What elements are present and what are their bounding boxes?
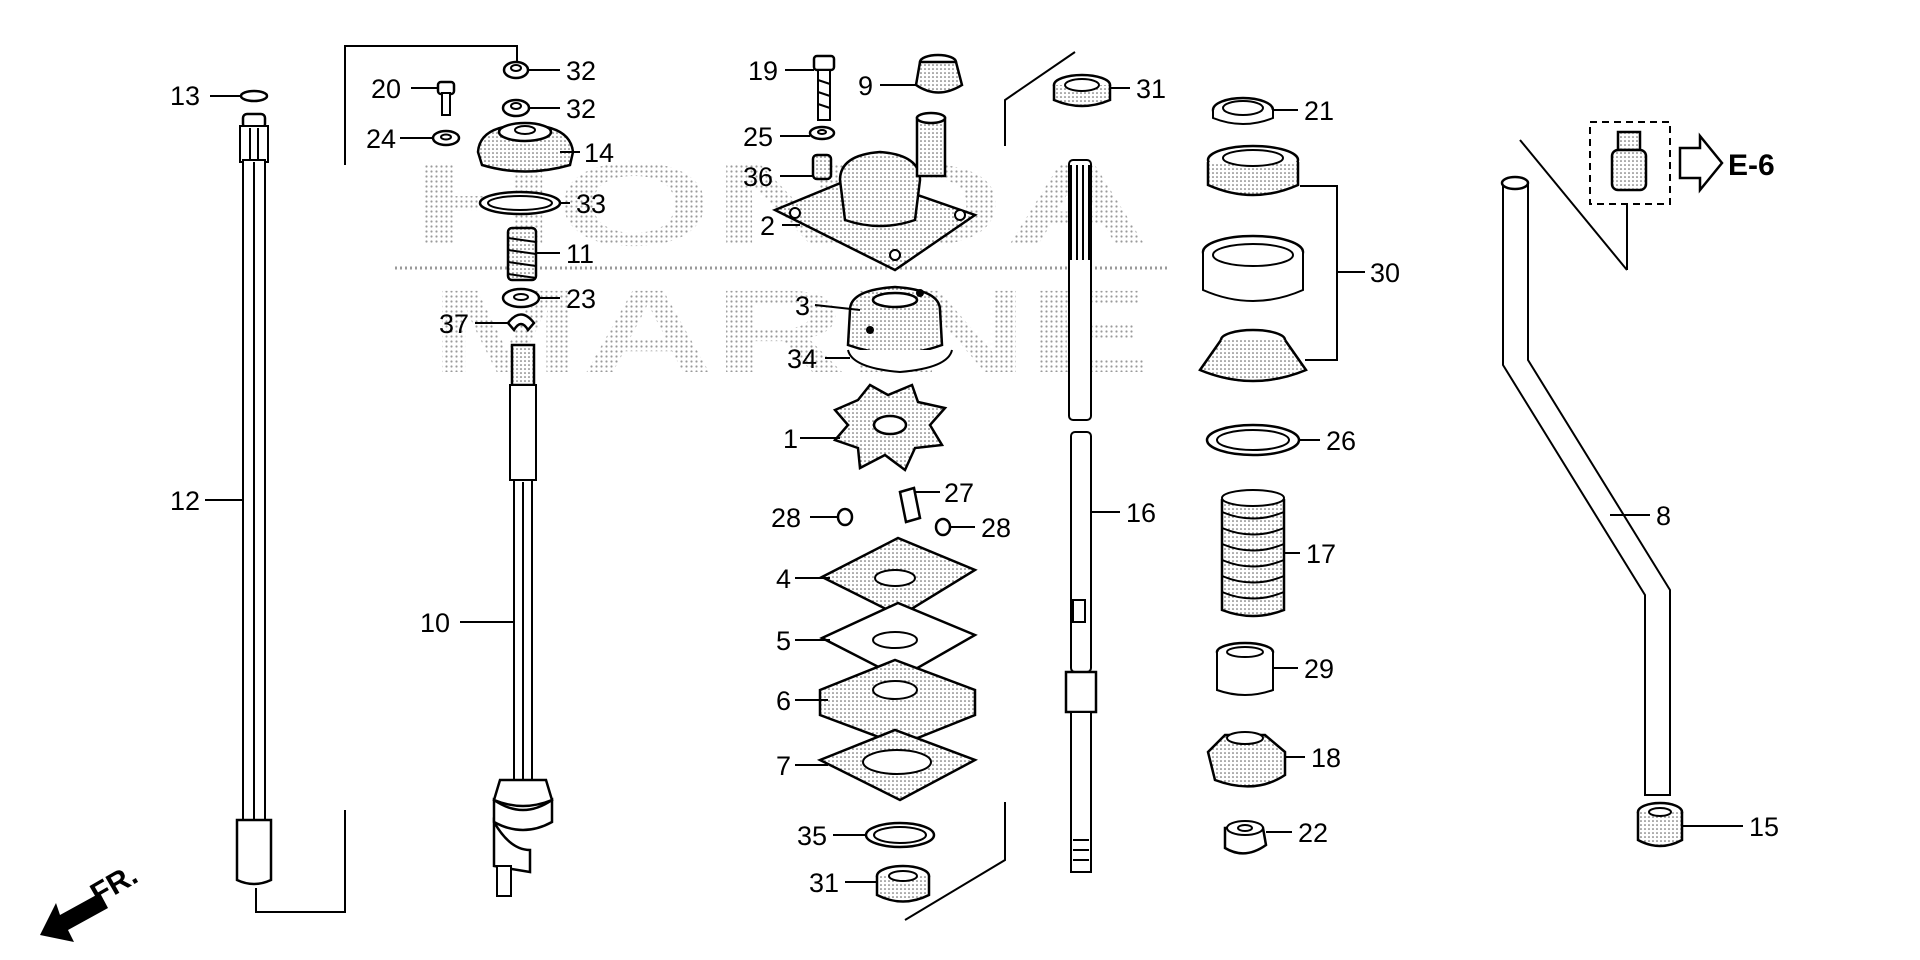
part-36-collar <box>811 153 833 181</box>
part-5-gasket <box>819 601 978 680</box>
callout-15: 15 <box>1749 812 1779 842</box>
part-28-pin-right <box>934 517 952 537</box>
callout-1: 1 <box>783 424 798 454</box>
callout-7: 7 <box>776 751 791 781</box>
part-6-pump-plate <box>818 658 977 747</box>
callout-2: 2 <box>760 211 775 241</box>
part-4-liner-plate <box>819 536 978 618</box>
callout-32-upper: 32 <box>566 56 596 86</box>
callout-22: 22 <box>1298 818 1328 848</box>
callout-32-lower: 32 <box>566 94 596 124</box>
callout-35: 35 <box>797 821 827 851</box>
callout-21: 21 <box>1304 96 1334 126</box>
callout-37: 37 <box>439 309 469 339</box>
callout-5: 5 <box>776 626 791 656</box>
callout-24: 24 <box>366 124 396 154</box>
callout-33: 33 <box>576 189 606 219</box>
part-31-oil-seal-lower <box>875 864 931 903</box>
part-21-ring <box>1211 96 1275 125</box>
part-29-needle-bearing <box>1215 641 1275 696</box>
callout-9: 9 <box>858 71 873 101</box>
callout-8: 8 <box>1656 501 1671 531</box>
part-1-impeller <box>832 383 948 472</box>
reference-label: E-6 <box>1728 149 1775 182</box>
callout-14: 14 <box>584 138 614 168</box>
part-8-water-tube <box>1500 175 1671 796</box>
callout-30: 30 <box>1370 258 1400 288</box>
part-27-key <box>898 486 922 524</box>
part-30-bearing-upper <box>1206 144 1300 197</box>
callout-13: 13 <box>170 81 200 111</box>
callout-34: 34 <box>787 344 817 374</box>
part-25-washer <box>808 125 836 141</box>
callout-20: 20 <box>371 74 401 104</box>
part-2-pump-case <box>771 111 978 272</box>
reference-arrow <box>1678 132 1724 194</box>
callout-labels: 13 12 20 24 32 32 14 33 11 23 37 10 19 9… <box>170 56 1779 898</box>
callout-23: 23 <box>566 284 596 314</box>
part-34-gasket <box>847 349 953 374</box>
callout-18: 18 <box>1311 743 1341 773</box>
callout-25: 25 <box>743 122 773 152</box>
part-15-grommet <box>1636 801 1684 848</box>
part-11-spring <box>506 226 538 282</box>
callout-27: 27 <box>944 478 974 508</box>
part-12-shift-rod <box>235 89 273 886</box>
callout-12: 12 <box>170 486 200 516</box>
part-26-shim <box>1205 423 1301 457</box>
part-32-nut-lower <box>501 98 531 118</box>
callout-19: 19 <box>748 56 778 86</box>
part-32-nut-upper <box>502 60 530 80</box>
callout-17: 17 <box>1306 539 1336 569</box>
callout-28-left: 28 <box>771 503 801 533</box>
watermark-line-2: MARINE <box>430 266 1150 398</box>
callout-31-lower: 31 <box>809 868 839 898</box>
part-22-nut <box>1223 820 1268 855</box>
part-28-pin-left <box>836 507 854 527</box>
leader-lines <box>400 69 1743 883</box>
part-30-bearing-lower <box>1198 328 1308 383</box>
part-31-oil-seal-upper <box>1052 73 1112 108</box>
callout-11: 11 <box>566 239 594 269</box>
callout-26: 26 <box>1326 426 1356 456</box>
part-20-bolt <box>436 80 456 116</box>
part-7-gasket <box>816 728 979 802</box>
direction-arrow-icon <box>40 893 108 942</box>
part-3-impeller-housing <box>846 285 944 355</box>
callout-36: 36 <box>743 162 773 192</box>
part-23-washer <box>501 287 541 309</box>
part-19-bolt <box>812 54 836 121</box>
part-18-pinion-gear <box>1206 731 1287 788</box>
part-35-o-ring <box>864 821 936 849</box>
callout-29: 29 <box>1304 654 1334 684</box>
callout-31-upper: 31 <box>1136 74 1166 104</box>
part-10-shift-shaft <box>492 343 554 897</box>
part-37-clip <box>506 313 536 333</box>
part-30-bearing-race <box>1201 234 1305 302</box>
callout-3: 3 <box>795 291 810 321</box>
callout-4: 4 <box>776 564 791 594</box>
part-9-grommet <box>914 53 964 94</box>
callout-28-right: 28 <box>981 513 1011 543</box>
part-16-drive-shaft <box>1064 159 1098 873</box>
part-e6-fitting <box>1610 130 1648 192</box>
part-17-spring <box>1220 489 1286 618</box>
part-24-washer <box>431 129 461 147</box>
callout-6: 6 <box>776 686 791 716</box>
part-33-o-ring <box>478 190 562 216</box>
part-14-gear-housing <box>476 121 575 173</box>
callout-10: 10 <box>420 608 450 638</box>
callout-16: 16 <box>1126 498 1156 528</box>
reference-box-e6 <box>1589 121 1671 205</box>
